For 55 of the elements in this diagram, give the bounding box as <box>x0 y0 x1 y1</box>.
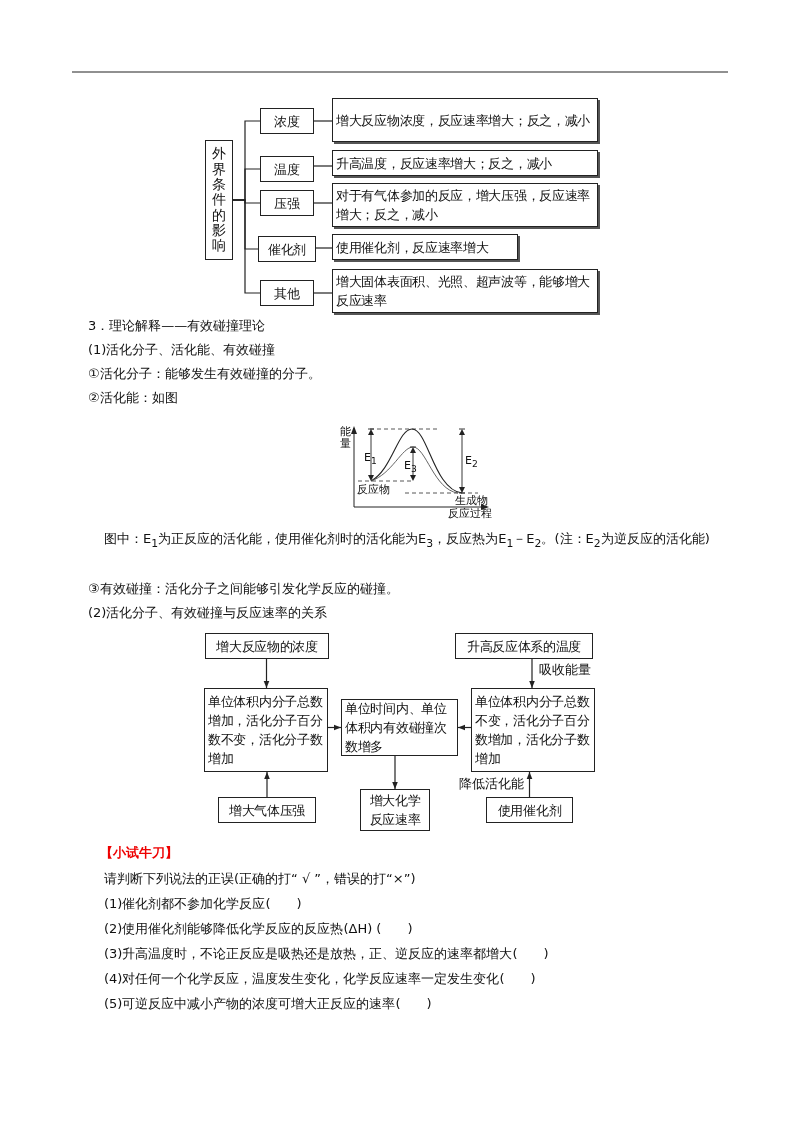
process-box: 增大反应物的浓度 <box>205 633 329 659</box>
question-text: (2)使用催化剂能够降低化学反应的反应热(ΔH) ( ) <box>104 920 413 938</box>
arrow <box>327 724 342 731</box>
question-text: (3)升高温度时，不论正反应是吸热还是放热，正、逆反应的速率都增大( ) <box>104 945 549 963</box>
curve-label: 生成物 <box>455 495 488 507</box>
connector-line <box>313 292 333 294</box>
factor-box: 温度 <box>260 156 314 182</box>
edge-label: 吸收能量 <box>538 661 592 679</box>
question-text: (5)可逆反应中减小产物的浓度可增大正反应的速率( ) <box>104 995 432 1013</box>
question-text: (4)对任何一个化学反应，温度发生变化，化学反应速率一定发生变化( ) <box>104 970 536 988</box>
process-box: 增大气体压强 <box>218 797 316 823</box>
connector-line <box>315 247 333 249</box>
arrow <box>264 771 270 798</box>
explanation-text: 图中：E$_{1}$为正反应的活化能，使用催化剂时的活化能为E$_{3}$，反应热为E$_{1}$－E$_{2}$。(注：E$_{2}$为逆反应的活化能) <box>103 530 711 552</box>
arrow <box>392 755 398 790</box>
axis-label: 能量 <box>340 426 351 451</box>
energy-label: E$_{1}$ <box>364 452 377 468</box>
description-box: 对于有气体参加的反应，增大压强，反应速率增大；反之，减小 <box>332 183 598 227</box>
heading-text: 3．理论解释——有效碰撞理论 <box>88 317 266 335</box>
description-box: 增大反应物浓度，反应速率增大；反之，减小 <box>332 98 598 142</box>
energy-label: E$_{2}$ <box>465 455 478 471</box>
description-box: 增大固体表面积、光照、超声波等，能够增大反应速率 <box>332 269 598 313</box>
factor-box: 催化剂 <box>258 236 316 262</box>
process-box: 单位时间内、单位体积内有效碰撞次数增多 <box>341 699 458 756</box>
question-text: (1)催化剂都不参加化学反应( ) <box>104 895 302 913</box>
energy-label: E$_{3}$ <box>404 460 417 476</box>
definition-text: ③有效碰撞：活化分子之间能够引发化学反应的碰撞。 <box>88 580 399 598</box>
process-box: 升高反应体系的温度 <box>455 633 593 659</box>
description-box: 升高温度，反应速率增大；反之，减小 <box>332 150 598 176</box>
subheading-text: (1)活化分子、活化能、有效碰撞 <box>88 341 276 359</box>
factor-box: 压强 <box>260 190 314 216</box>
arrow <box>526 771 533 798</box>
connector-line <box>313 120 333 122</box>
edge-label: 降低活化能 <box>458 775 525 793</box>
arrow <box>457 724 472 731</box>
curve-label: 反应物 <box>357 484 390 496</box>
process-box: 单位体积内分子总数不变，活化分子百分数增加，活化分子数增加 <box>471 688 595 772</box>
process-box: 单位体积内分子总数增加，活化分子百分数不变，活化分子数增加 <box>204 688 328 772</box>
description-box: 使用催化剂，反应速率增大 <box>332 234 518 260</box>
process-box: 使用催化剂 <box>486 797 573 823</box>
connector-line <box>232 199 261 294</box>
connector-line <box>313 202 333 204</box>
factor-box: 其他 <box>260 280 314 306</box>
instruction-text: 请判断下列说法的正误(正确的打“ √ ”，错误的打“×”) <box>104 870 416 888</box>
subheading-text: (2)活化分子、有效碰撞与反应速率的关系 <box>88 604 328 622</box>
definition-text: ①活化分子：能够发生有效碰撞的分子。 <box>88 365 321 383</box>
category-box: 外界条件的影响 <box>205 140 233 260</box>
axis-label: 反应过程 <box>448 508 492 520</box>
connector-line <box>313 165 333 167</box>
definition-text: ②活化能：如图 <box>88 389 178 407</box>
arrow <box>529 658 535 689</box>
section-title: 【小试牛刀】 <box>100 844 178 862</box>
process-box: 增大化学反应速率 <box>360 789 430 831</box>
arrow <box>263 658 270 689</box>
factor-box: 浓度 <box>260 108 314 134</box>
